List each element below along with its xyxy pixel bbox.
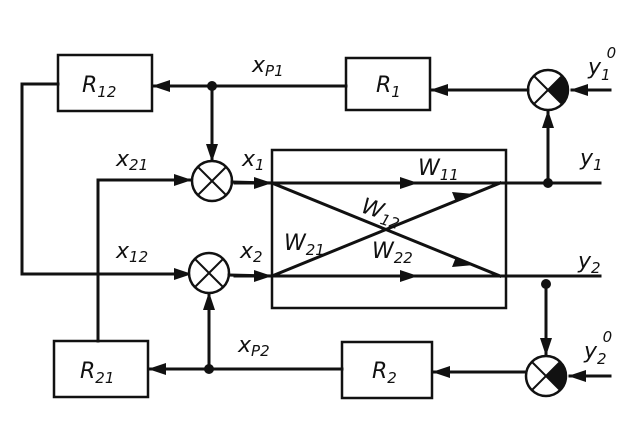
label-y2-ref: y20 — [583, 328, 612, 368]
sum-junction-x2 — [187, 251, 231, 295]
label-r21: R21 — [80, 359, 114, 387]
arrow-ref-y2 — [568, 370, 586, 382]
arrow-x12 — [174, 268, 192, 280]
arrow-w12 — [452, 257, 474, 267]
line-x2 — [227, 273, 274, 278]
arrow-xp2-up — [203, 292, 215, 310]
label-w22: W22 — [372, 239, 413, 267]
sum-junction-1 — [526, 68, 570, 112]
arrow-xp2 — [148, 363, 166, 375]
label-x21: x21 — [115, 147, 148, 174]
arrow-e2 — [432, 366, 450, 378]
line-x12 — [20, 82, 194, 276]
arrow-w21 — [452, 192, 474, 202]
block-r2 — [340, 340, 434, 400]
block-r21 — [52, 339, 150, 399]
sum-junction-2 — [524, 354, 568, 398]
label-x12: x12 — [115, 239, 148, 266]
arrow-feedback-y1 — [542, 110, 554, 128]
label-y1: y1 — [579, 146, 603, 174]
label-xp1: xP1 — [251, 53, 284, 80]
sum-junction-x1 — [190, 159, 234, 203]
block-r1 — [344, 56, 432, 112]
arrow-w11 — [400, 177, 418, 189]
line-x21 — [96, 178, 194, 343]
arrow-ref-y1 — [570, 84, 588, 96]
label-r1: R1 — [376, 73, 401, 101]
label-y1-ref: y10 — [587, 44, 616, 84]
line-x1 — [230, 180, 274, 185]
label-r2: R2 — [372, 359, 397, 387]
label-x1: x1 — [241, 147, 265, 174]
label-r12: R12 — [82, 73, 116, 101]
label-x2: x2 — [239, 239, 263, 266]
arrow-w22 — [400, 270, 418, 282]
arrow-xp1 — [152, 80, 170, 92]
block-r12 — [56, 53, 154, 113]
arrow-feedback-y2 — [540, 338, 552, 356]
arrow-xp1-down — [206, 144, 218, 162]
arrow-x21 — [174, 174, 192, 186]
arrow-e1 — [430, 84, 448, 96]
label-y2: y2 — [577, 249, 601, 277]
label-w11: W11 — [418, 156, 459, 184]
label-xp2: xP2 — [237, 333, 270, 360]
label-w21: W21 — [284, 231, 325, 259]
